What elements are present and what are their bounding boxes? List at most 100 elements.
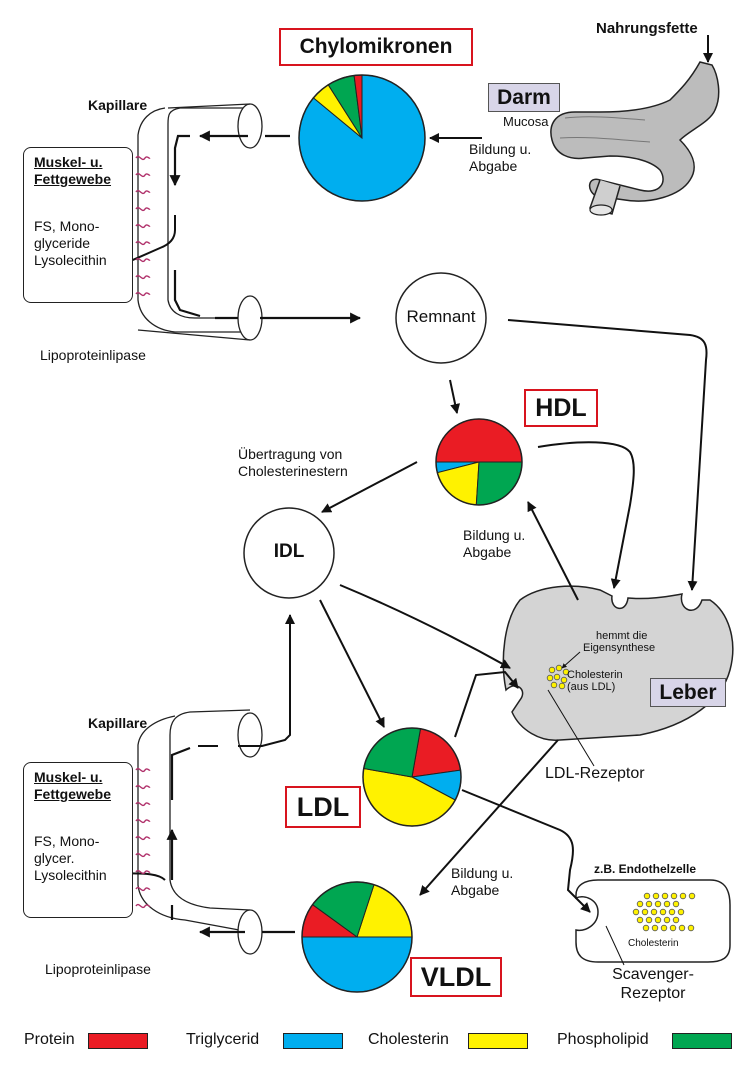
tissue-bottom-title-2: Fettgewebe <box>34 786 112 802</box>
cholesterin-cell-label: Cholesterin <box>628 938 679 949</box>
pie-hdl-outline <box>435 418 523 506</box>
tissue-top-title-1: Muskel- u. <box>34 154 103 170</box>
bildung-abgabe-hdl-line1: Bildung u. <box>463 527 526 543</box>
lipase-squiggle <box>135 886 151 892</box>
lipase-squiggle <box>135 274 151 280</box>
lipase-squiggle <box>135 172 151 178</box>
pie-vldl <box>301 881 413 993</box>
cholesterol-dot <box>641 908 649 916</box>
lipase-squiggle <box>135 240 151 246</box>
liver-shape <box>502 585 734 741</box>
kapillare-top-label: Kapillare <box>88 97 148 113</box>
cholesterol-dot <box>548 666 556 674</box>
uebertragung-line1: Übertragung von <box>238 446 343 462</box>
cholesterol-dot <box>672 916 680 924</box>
cholesterol-dot <box>555 664 563 672</box>
lipase-squiggle <box>135 835 151 841</box>
lipase-squiggle <box>135 223 151 229</box>
cholesterol-dot <box>659 908 667 916</box>
cholesterol-dot <box>678 924 686 932</box>
legend-triglycerid-label: Triglycerid <box>186 1031 260 1048</box>
cholesterol-dot <box>636 916 644 924</box>
cholesterol-dot <box>688 892 696 900</box>
cholesterol-dot <box>663 900 671 908</box>
bildung-abgabe-hdl-line2: Abgabe <box>463 544 512 560</box>
tissue-top-body-3: Lysolecithin <box>34 252 107 268</box>
cholesterol-dot <box>663 916 671 924</box>
cholesterin-ldl-line2: (aus LDL) <box>567 681 616 693</box>
bildung-abgabe-darm-line2: Abgabe <box>469 158 518 174</box>
lipase-squiggle <box>135 869 151 875</box>
scavenger-line1: Scavenger- <box>612 966 694 983</box>
bildung-abgabe-vldl-line1: Bildung u. <box>451 865 514 881</box>
lipase-squiggle <box>135 206 151 212</box>
remnant-circle <box>395 272 487 364</box>
cholesterol-dot <box>669 924 677 932</box>
cholesterol-dot <box>651 924 659 932</box>
tissue-top-body-2: glyceride <box>34 235 91 251</box>
lipase-squiggle <box>135 767 151 773</box>
lipase-squiggle <box>135 189 151 195</box>
cholesterol-dot <box>632 908 640 916</box>
lipase-squiggle <box>135 257 151 263</box>
bildung-abgabe-vldl-line2: Abgabe <box>451 882 500 898</box>
chylomikronen-label: Chylomikronen <box>279 28 473 66</box>
remnant-label: Remnant <box>406 307 476 326</box>
cholesterol-dot <box>546 674 554 682</box>
cholesterol-dot <box>562 668 570 676</box>
scavenger-line2: Rezeptor <box>620 985 686 1002</box>
lipoproteinlipase-bottom-label: Lipoproteinlipase <box>45 961 151 977</box>
cholesterol-dot <box>643 892 651 900</box>
pie-ldl-slice-phospholipid <box>363 727 422 778</box>
tissue-bottom-body-3: Lysolecithin <box>34 867 107 883</box>
cholesterol-dot <box>636 900 644 908</box>
cholesterol-dot <box>677 908 685 916</box>
legend-triglycerid-swatch <box>283 1033 343 1049</box>
legend-protein-label: Protein <box>24 1031 75 1048</box>
tissue-bottom-title-1: Muskel- u. <box>34 769 103 785</box>
cholesterol-dot <box>660 924 668 932</box>
cholesterol-dot <box>661 892 669 900</box>
lipase-squiggles-top <box>135 155 151 297</box>
cholesterol-dot <box>553 673 561 681</box>
endothelial-cell-shape <box>575 879 731 963</box>
lipase-squiggle <box>135 818 151 824</box>
pie-vldl-outline <box>301 881 413 993</box>
cholesterol-dot <box>652 892 660 900</box>
pie-ldl-outline <box>362 727 462 827</box>
endothel-label: z.B. Endothelzelle <box>594 862 697 876</box>
vldl-label: VLDL <box>410 957 502 997</box>
lipase-squiggle <box>135 784 151 790</box>
tissue-box-top: Muskel- u. Fettgewebe FS, Mono- glycerid… <box>23 147 133 303</box>
tissue-top-body-1: FS, Mono- <box>34 218 100 234</box>
cholesterol-dot <box>670 892 678 900</box>
pie-chylomikronen-outline <box>298 74 426 202</box>
cholesterol-dot <box>550 681 558 689</box>
intestine-shape <box>550 61 720 216</box>
lipase-squiggle <box>135 903 151 909</box>
cholesterol-dot <box>672 900 680 908</box>
lipase-squiggle <box>135 155 151 161</box>
cholesterol-dot <box>558 682 566 690</box>
legend-protein-swatch <box>88 1033 148 1049</box>
pie-hdl <box>435 418 523 506</box>
legend-phospholipid-swatch <box>672 1033 732 1049</box>
darm-tag: Darm <box>488 83 560 112</box>
idl-circle <box>243 507 335 599</box>
ldl-rezeptor-label: LDL-Rezeptor <box>545 765 645 782</box>
tissue-bottom-body-1: FS, Mono- <box>34 833 100 849</box>
idl-label: IDL <box>273 541 305 562</box>
legend-cholesterin-swatch <box>468 1033 528 1049</box>
kapillare-bottom-label: Kapillare <box>88 715 148 731</box>
leber-tag: Leber <box>650 678 726 707</box>
cholesterin-ldl-line1: Cholesterin <box>567 669 623 681</box>
tissue-top-title-2: Fettgewebe <box>34 171 112 187</box>
ldl-label: LDL <box>285 786 361 828</box>
cholesterol-dot <box>645 900 653 908</box>
mucosa-label: Mucosa <box>503 114 549 129</box>
lipase-squiggle <box>135 291 151 297</box>
lipoproteinlipase-top-label: Lipoproteinlipase <box>40 347 146 363</box>
cholesterol-dots-cell <box>632 892 696 932</box>
capillary-tube-top <box>137 103 263 341</box>
cholesterol-dot <box>560 676 568 684</box>
